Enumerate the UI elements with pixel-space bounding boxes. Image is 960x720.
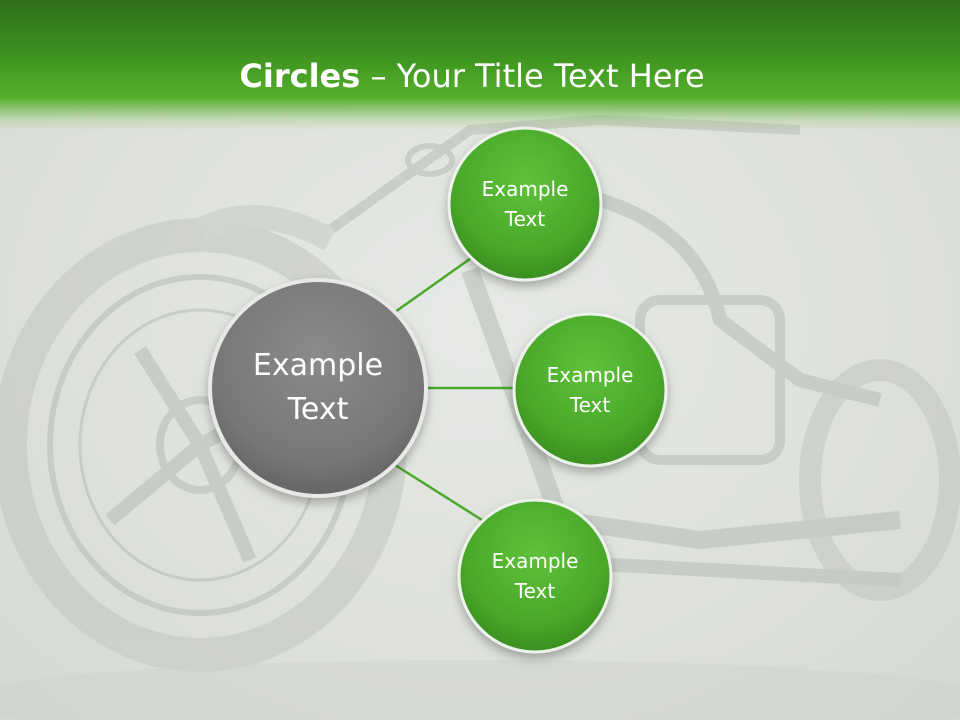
title-separator: –: [360, 57, 397, 95]
center-circle[interactable]: [208, 278, 428, 498]
title-rest: Your Title Text Here: [396, 57, 705, 95]
center-circle-label: Example Text: [252, 348, 384, 427]
node-circle-bottom[interactable]: [457, 498, 613, 654]
node-circle-middle[interactable]: [512, 312, 668, 468]
node-middle-label: Example Text: [546, 363, 634, 417]
node-circle-top[interactable]: [447, 126, 603, 282]
node-bottom-label: Example Text: [491, 549, 579, 603]
slide-title[interactable]: Circles – Your Title Text Here: [0, 56, 944, 96]
connector-line-top: [394, 254, 475, 314]
node-top-label: Example Text: [481, 177, 569, 231]
title-bold: Circles: [239, 57, 361, 95]
title-bar: [0, 0, 960, 130]
connector-line-bottom: [394, 463, 483, 522]
